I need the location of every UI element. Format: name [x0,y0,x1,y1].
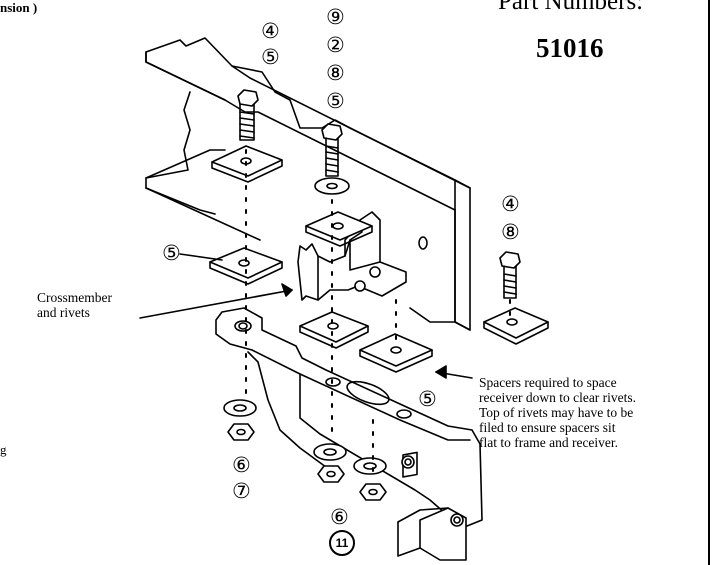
callout-line: Crossmember [37,290,112,305]
item-number-circled: 11 [329,530,355,556]
item-number: ④ [261,19,280,43]
receiver-bracket [215,307,483,561]
item-number: ⑨ [326,5,345,29]
header-fragment: nsion ) [0,0,38,15]
item-number: ② [326,33,345,57]
right-border [708,0,710,565]
part-number: 51016 [536,33,604,63]
frame-rail [145,37,471,331]
item-number: ⑥ [232,453,251,477]
callout-line: filed to ensure spacers sit [479,420,616,435]
callout-line: and rivets [37,305,90,320]
assembly-lines [245,149,511,481]
item-number: ④ [501,192,520,216]
callout-line: flat to frame and receiver. [479,435,619,450]
item-number: ⑤ [326,89,345,113]
spacer-plates [209,145,549,373]
part-numbers-label: Part Numbers: [498,0,644,15]
nuts-washers [223,399,387,501]
left-edge-fragment: g [0,442,7,457]
item-number: ⑥ [330,505,349,529]
crossmember-callout: Crossmember and rivets [37,290,112,320]
item-number: ⑤ [162,241,181,265]
leader-lines [139,253,473,379]
bolts [237,89,521,299]
callout-line: receiver down to clear rivets. [479,390,637,405]
item-number: ⑧ [501,220,520,244]
item-number: ⑧ [326,61,345,85]
spacers-callout: Spacers required to space receiver down … [479,375,636,450]
crossmember [297,211,407,301]
item-number: ⑤ [261,45,280,69]
callout-line: Top of rivets may have to be [479,405,634,420]
item-number: ⑤ [418,387,437,411]
item-number: ⑦ [232,479,251,503]
callout-line: Spacers required to space [479,375,617,390]
